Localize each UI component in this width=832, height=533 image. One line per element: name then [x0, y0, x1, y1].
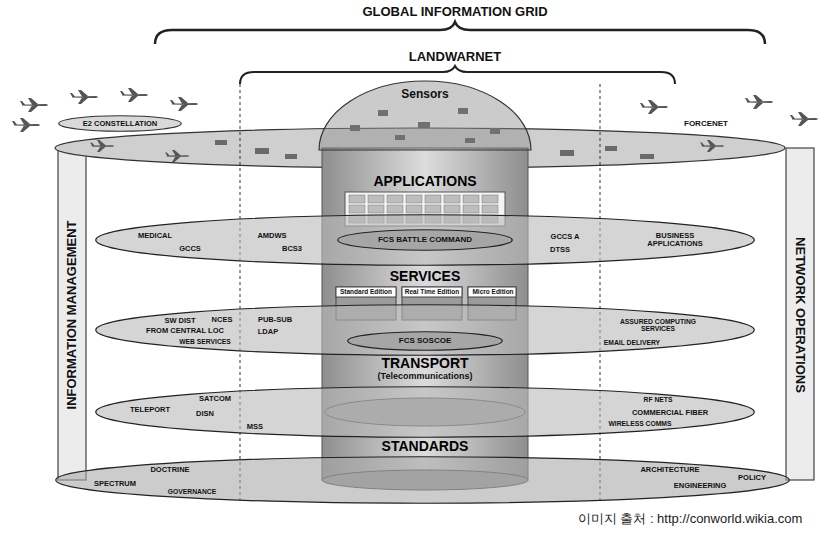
node-label: ARCHITECTURE [640, 466, 699, 474]
node-label: EMAIL DELIVERY [604, 339, 660, 346]
side-band [58, 148, 86, 480]
node-label: SPECTRUM [94, 480, 136, 488]
diagram-label: SERVICES [390, 269, 461, 284]
diagram-label: Real Time Edition [405, 288, 459, 295]
diagram-label: (Telecommunications) [378, 372, 473, 382]
node-label: BCS3 [282, 245, 302, 253]
boundary-line [240, 84, 241, 500]
ellipse-outline [348, 332, 503, 351]
node-label: Sensors [401, 88, 448, 101]
bracket [155, 22, 765, 44]
node-label: GOVERNANCE [168, 488, 216, 495]
node-label: TELEPORT [130, 406, 170, 414]
layer-ellipse: DOCTRINE SPECTRUM GOVERNANCE ARCHITECTURE EN… [55, 456, 790, 504]
ellipse-outline [96, 387, 755, 438]
node-label: RF NETS [644, 396, 673, 403]
node-label: DTSS [550, 246, 570, 254]
node-label: WIRELESS COMMS [608, 420, 671, 427]
layer-ellipse: E2 CONSTELLATION [58, 115, 182, 132]
node-label: SW DIST [164, 317, 195, 325]
node-label: AMDWS [257, 232, 286, 240]
image-caption: 이미지 출처 : http://conworld.wikia.com [578, 512, 803, 526]
node-label: BUSINESS APPLICATIONS [644, 232, 706, 249]
side-band [786, 148, 814, 480]
node-label: FCS SOSCOE [399, 337, 451, 346]
node-label: FCS BATTLE COMMAND [378, 236, 472, 245]
diagram-label: TRANSPORT [381, 356, 468, 371]
diagram-label: Standard Edition [340, 288, 392, 295]
layer-ellipse: SW DIST NCES FROM CENTRAL LOC WEB SERVICES P… [95, 304, 755, 356]
bracket [240, 66, 675, 84]
sensor-dome: Sensors [318, 80, 532, 150]
node-label: SATCOM [199, 395, 231, 403]
diagram-label: FORCENET [684, 120, 728, 129]
node-label: GCCS [179, 245, 201, 253]
ellipse-outline [338, 230, 513, 251]
diagram-title: GLOBAL INFORMATION GRID [362, 5, 547, 19]
diagram-label: Micro Edition [472, 288, 513, 295]
node-label: NCES [212, 316, 233, 324]
ellipse-outline [96, 305, 755, 356]
node-label: LDAP [258, 328, 278, 336]
layer-ellipse: FCS SOSCOE [347, 331, 503, 351]
layer-ellipse: TELEPORT SATCOM DISN MSS RF NETS COMMERCIAL F… [95, 386, 755, 438]
boundary-line [600, 84, 601, 500]
dome-outline [319, 81, 531, 150]
diagram-label: NETWORK OPERATIONS [793, 237, 807, 393]
node-label: GCCS A [551, 233, 580, 241]
diagram-label: LANDWARNET [409, 50, 501, 64]
node-label: MEDICAL [138, 232, 172, 240]
node-label: E2 CONSTELLATION [83, 119, 157, 127]
ellipse-outline [96, 215, 755, 266]
node-label: FROM CENTRAL LOC [146, 327, 224, 335]
ellipse-outline [56, 457, 790, 504]
diagram-label: INFORMATION MANAGEMENT [65, 221, 79, 410]
node-outline [55, 456, 790, 504]
layer-ellipse: FCS BATTLE COMMAND [337, 229, 513, 251]
diagram-label: APPLICATIONS [373, 174, 476, 189]
diagram-label: STANDARDS [382, 439, 469, 454]
node-label: MSS [247, 423, 263, 431]
node-label: WEB SERVICES [179, 338, 231, 345]
node-label: PUB-SUB [258, 316, 292, 324]
node-label: DISN [196, 410, 214, 418]
node-label: COMMERCIAL FIBER [632, 409, 708, 417]
node-label: ASSURED COMPUTING SERVICES [612, 318, 704, 333]
layer-ellipse: MEDICAL GCCS AMDWS BCS3 GCCS A DTSS BUSINESS A… [95, 214, 755, 266]
node-label: POLICY [738, 474, 766, 482]
node-label: DOCTRINE [150, 466, 189, 474]
node-label: ENGINEERING [674, 482, 727, 490]
ellipse-outline [59, 116, 182, 132]
